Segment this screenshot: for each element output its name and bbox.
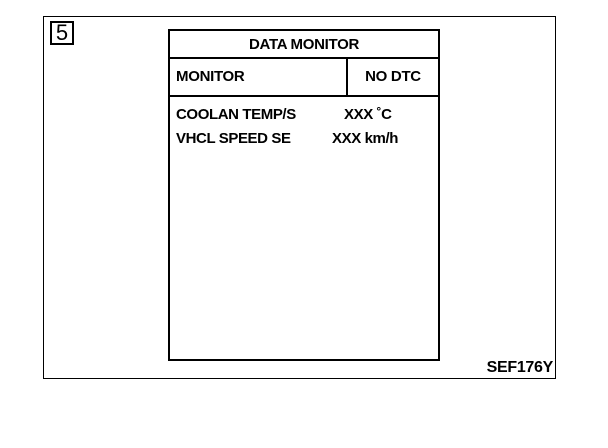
screen-title: DATA MONITOR <box>170 31 438 59</box>
monitor-header-row: MONITOR NO DTC <box>170 59 438 97</box>
monitor-item-label: VHCL SPEED SE <box>176 130 291 147</box>
monitor-item-list: COOLAN TEMP/S XXX ˚C VHCL SPEED SE XXX k… <box>170 97 438 151</box>
data-monitor-screen: DATA MONITOR MONITOR NO DTC COOLAN TEMP/… <box>168 29 440 361</box>
dtc-status-label: NO DTC <box>365 68 421 85</box>
monitor-item-value: XXX ˚C <box>344 106 392 123</box>
monitor-item-label: COOLAN TEMP/S <box>176 106 296 123</box>
figure-frame: 5 DATA MONITOR MONITOR NO DTC COOLAN TEM… <box>43 16 556 379</box>
monitor-item-value: XXX km/h <box>332 130 398 147</box>
monitor-header-label: MONITOR <box>170 59 348 95</box>
figure-id-label: SEF176Y <box>486 359 554 376</box>
step-number-badge: 5 <box>50 21 74 45</box>
monitor-item-row: VHCL SPEED SE XXX km/h <box>170 127 438 151</box>
monitor-item-row: COOLAN TEMP/S XXX ˚C <box>170 103 438 127</box>
